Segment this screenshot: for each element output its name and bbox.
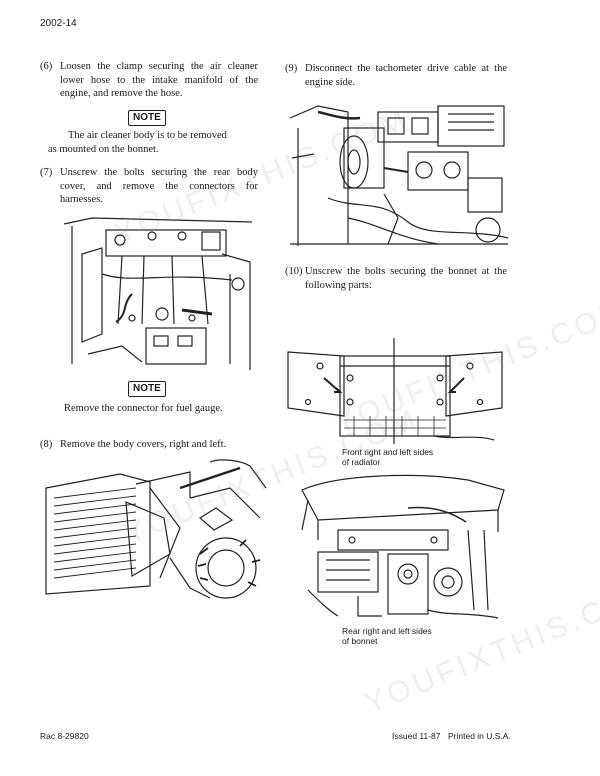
caption-front-line2: of radiator [342, 457, 381, 467]
dashboard-connector-illustration [62, 214, 254, 372]
step-10: (10) Unscrew the bolts securing the bonn… [285, 265, 507, 292]
note-badge: NOTE [128, 381, 166, 397]
step-8-number: (8) [40, 439, 53, 450]
step-9-number: (9) [285, 63, 298, 74]
step-7-text: Unscrew the bolts securing the rear body… [60, 167, 258, 205]
step-10-text: Unscrew the bolts securing the bonnet at… [305, 266, 507, 291]
step-9: (9) Disconnect the tachometer drive cabl… [285, 62, 507, 89]
step-8-text: Remove the body covers, right and left. [60, 439, 227, 450]
note-text-1-line2: as mounted on the bonnet. [48, 143, 159, 155]
footer-issued: Issued 11-87 [392, 731, 441, 741]
step-7: (7) Unscrew the bolts securing the rear … [40, 166, 258, 207]
step-7-number: (7) [40, 167, 53, 178]
tachometer-cable-illustration [288, 98, 510, 248]
step-9-text: Disconnect the tachometer drive cable at… [305, 63, 507, 88]
step-6-text: Loosen the clamp securing the air cleane… [60, 61, 258, 99]
body-cover-removal-illustration [40, 458, 272, 602]
note-badge: NOTE [128, 110, 166, 126]
footer-printed: Printed in U.S.A. [448, 731, 511, 741]
page-number: 2002-14 [40, 18, 77, 29]
footer-ref: Rac 8-29820 [40, 731, 89, 741]
caption-front-radiator: Front right and left sides of radiator [342, 447, 433, 467]
note-text-2: Remove the connector for fuel gauge. [64, 403, 223, 414]
caption-rear-line1: Rear right and left sides [342, 626, 432, 636]
caption-front-line1: Front right and left sides [342, 447, 434, 457]
radiator-bolts-illustration [284, 336, 506, 444]
step-10-number: (10) [285, 266, 303, 277]
caption-rear-bonnet: Rear right and left sides of bonnet [342, 626, 432, 646]
note-text-1-line1: The air cleaner body is to be removed [68, 130, 227, 141]
step-6: (6) Loosen the clamp securing the air cl… [40, 60, 258, 101]
step-8: (8) Remove the body covers, right and le… [40, 438, 258, 452]
note-text-1: The air cleaner body is to be removed as… [48, 129, 268, 156]
bonnet-rear-bolts-illustration [298, 470, 510, 620]
caption-rear-line2: of bonnet [342, 636, 378, 646]
step-6-number: (6) [40, 61, 53, 72]
